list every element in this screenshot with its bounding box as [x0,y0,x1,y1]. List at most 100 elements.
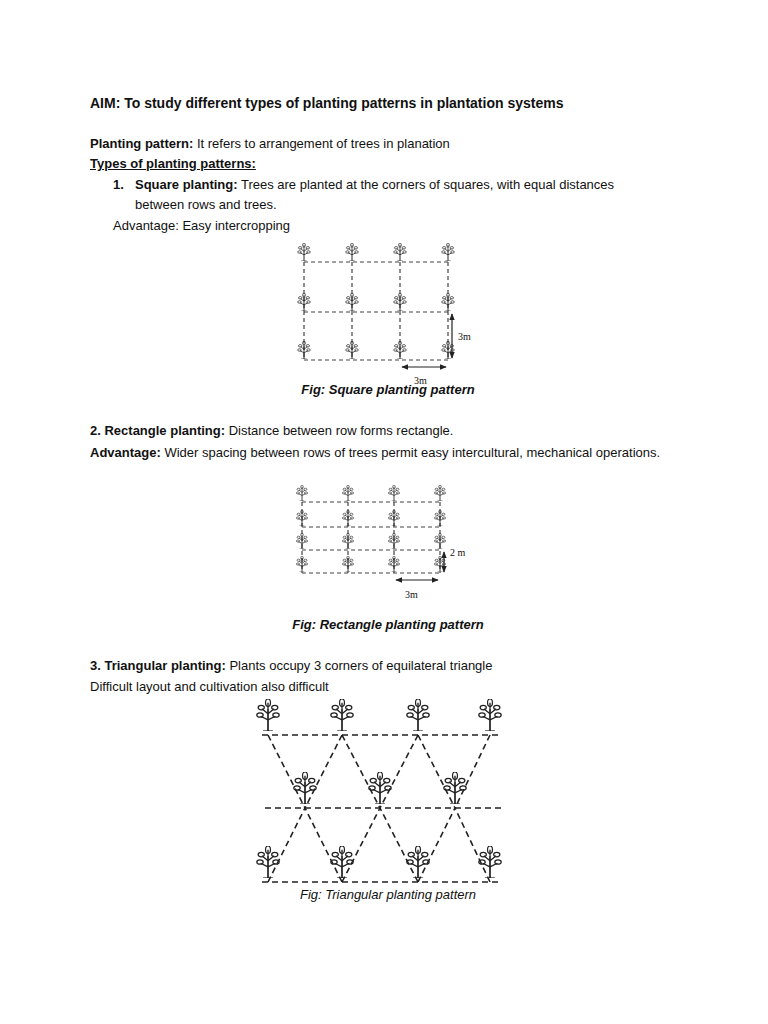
row-line [265,807,502,809]
tree-symbol [342,533,353,549]
tree-symbols [257,243,501,878]
grid-line [302,526,440,527]
tree-symbol [388,485,399,501]
tree-symbol [298,341,311,359]
dimension-label: 3m [458,331,471,342]
tree-symbol [442,243,455,261]
tree-symbol [394,293,407,311]
text-line: Fig: Square planting pattern [4,380,768,400]
tree-symbol [407,846,429,878]
text-line: 3m [458,326,471,346]
tree-symbol [342,556,353,572]
body-text: Difficult layout and cultivation also di… [90,679,329,694]
tree-symbol [331,699,353,731]
heading-text: AIM: To study different types of plantin… [90,95,563,111]
text-line: Planting pattern: It refers to arrangeme… [90,134,450,154]
tree-symbol [434,485,445,501]
tree-symbol [442,293,455,311]
grid-line [304,311,448,312]
diagonal-line [455,735,490,808]
tree-symbol [346,243,359,261]
text-line: Advantage: Wider spacing between rows of… [90,443,678,463]
tree-symbol [296,533,307,549]
body-text: Wider spacing between rows of trees perm… [164,445,660,460]
tree-symbol [407,699,429,731]
text-line: 2. Rectangle planting: Distance between … [90,421,453,441]
text-line: Square planting: Trees are planted at th… [135,175,660,215]
body-text: Plants occupy 3 corners of equilateral t… [229,658,492,673]
tree-symbol [342,510,353,526]
tree-symbol [296,556,307,572]
grid-line [304,359,448,360]
tree-symbol [296,510,307,526]
diagonal-line [380,735,418,808]
diagonal-line [418,808,455,882]
heading-text: Advantage: [90,445,161,460]
tree-symbol [257,846,279,878]
tree-symbol [479,846,501,878]
text-line: Fig: Rectangle planting pattern [4,615,768,635]
diagonal-line [418,735,455,808]
diagonal-line [268,808,305,882]
square-grid [304,262,448,360]
diagonal-line [268,735,305,808]
text-line: Fig: Triangular planting pattern [4,885,768,905]
tree-symbol [298,243,311,261]
body-text: Advantage: Easy intercropping [113,218,290,233]
tree-symbol [346,293,359,311]
text-line: 1. [113,175,124,195]
tree-symbol [388,533,399,549]
diagonal-line [380,808,418,882]
heading-text: Planting pattern: [90,136,193,151]
triangle-grid [262,735,502,882]
tree-symbol [294,772,316,804]
heading-text: Square planting: [135,177,238,192]
heading-text: 1. [113,177,124,192]
row-line [262,881,502,883]
tree-symbol [388,510,399,526]
text-line: 3m [405,584,418,604]
tree-symbol [296,485,307,501]
tree-symbol [369,772,391,804]
tree-symbol [257,699,279,731]
body-text: Fig: Triangular planting pattern [300,887,476,902]
text-line: 2 m [450,542,465,562]
tree-symbol [388,556,399,572]
dimension-label: 3m [405,589,418,600]
diagonal-line [305,808,342,882]
tree-symbol [444,772,466,804]
tree-symbol [298,293,311,311]
tree-symbol [331,846,353,878]
grid-line [302,501,440,502]
text-line: Difficult layout and cultivation also di… [90,677,329,697]
text-line: 3. Triangular planting: Plants occupy 3 … [90,656,492,676]
tree-symbol [479,699,501,731]
body-text: It refers to arrangement of trees in pla… [197,136,450,151]
tree-symbol [394,243,407,261]
tree-symbol [346,341,359,359]
text-line: Advantage: Easy intercropping [113,216,290,236]
heading-text: 3. Triangular planting: [90,658,226,673]
row-line [262,734,502,736]
diagonal-line [342,808,380,882]
heading-text: Types of planting patterns: [90,156,256,171]
body-text: Distance between row forms rectangle. [229,423,454,438]
grid-line [304,261,448,262]
tree-symbol [342,485,353,501]
rectangle-grid [302,502,440,573]
grid-line [302,549,440,550]
heading-text: Fig: Rectangle planting pattern [292,617,483,632]
dimension-label: 2 m [450,547,465,558]
heading-text: 2. Rectangle planting: [90,423,225,438]
tree-symbol [434,510,445,526]
diagonal-line [305,735,342,808]
heading-text: Fig: Square planting pattern [301,382,474,397]
grid-line [302,572,440,573]
text-line: Types of planting patterns: [90,154,256,174]
diagonal-line [342,735,380,808]
diagonal-line [455,808,490,882]
tree-symbol [434,533,445,549]
text-line: AIM: To study different types of plantin… [90,93,563,113]
tree-symbol [394,341,407,359]
